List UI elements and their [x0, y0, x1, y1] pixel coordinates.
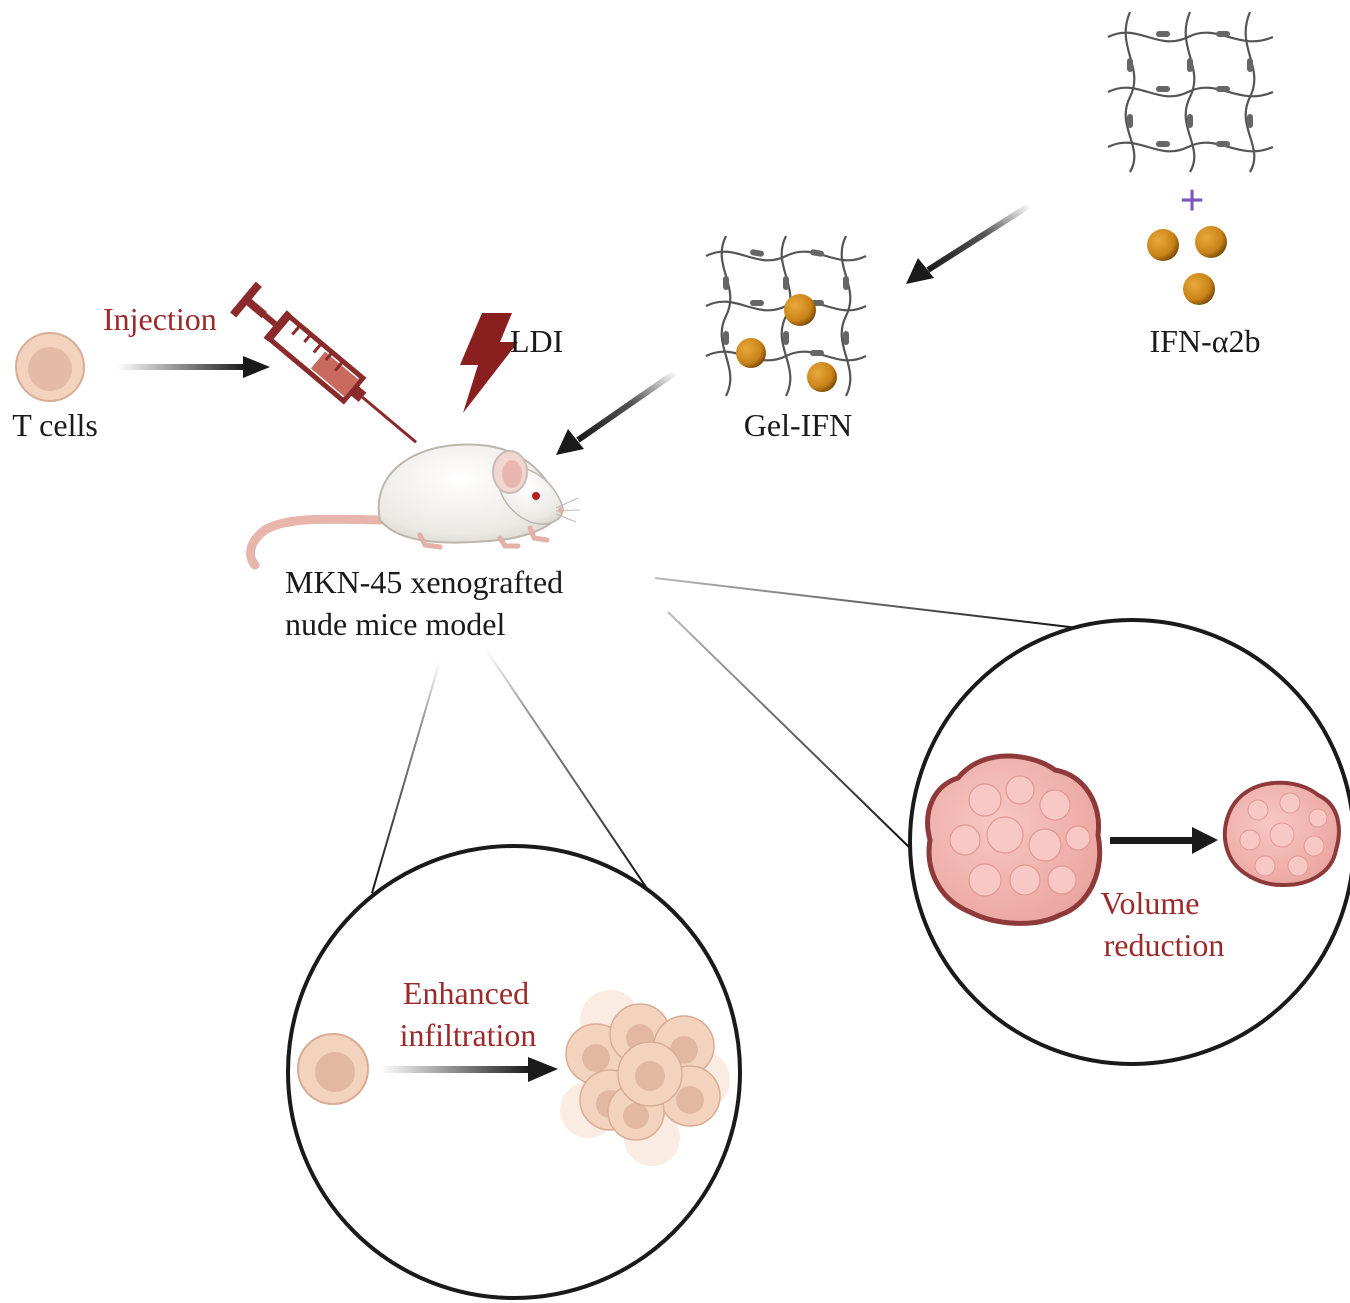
zoom-circle-volume: Volume reduction: [908, 618, 1350, 1066]
protein-bead-icon: [1147, 226, 1227, 305]
arrow-infiltration: [380, 1057, 558, 1082]
zoom-circle-infiltration: Enhanced infiltration: [286, 844, 742, 1300]
gel-bead-1: [784, 294, 816, 326]
arrow-tcell-to-syringe: [117, 356, 270, 378]
connector-right-upper: [654, 577, 1079, 629]
volume-label-line1: Volume: [1101, 885, 1200, 921]
lightning-icon: [460, 313, 518, 413]
cell-cluster-icon: [560, 990, 730, 1166]
gel-ifn-label: Gel-IFN: [744, 407, 852, 443]
tumor-small-icon: [1222, 780, 1341, 888]
model-label-line2: nude mice model: [285, 606, 505, 642]
ifn-label: IFN-α2b: [1150, 323, 1261, 359]
arrow-ifn-to-gel: [906, 202, 1032, 284]
connector-left-outer: [371, 659, 441, 894]
hydrogel-network-top-icon: [1107, 11, 1274, 173]
arrow-volume: [1110, 827, 1218, 854]
gel-bead-2: [736, 338, 766, 368]
hydrogel-network-icon: [705, 235, 867, 397]
injection-label: Injection: [103, 301, 217, 337]
syringe-icon: [230, 281, 418, 444]
connector-right-lower: [667, 611, 913, 851]
model-label-line1: MKN-45 xenografted: [285, 564, 563, 600]
plus-sign: +: [1179, 176, 1204, 225]
enhanced-label-line2: infiltration: [400, 1017, 537, 1053]
zoom-connectors: [371, 577, 1079, 894]
t-cells-label: T cells: [12, 407, 98, 443]
arrow-gel-to-mouse: [556, 369, 678, 455]
t-cell-icon: [297, 1033, 369, 1105]
gel-bead-3: [807, 362, 837, 392]
ldi-label: LDI: [510, 323, 563, 359]
volume-label-line2: reduction: [1104, 927, 1225, 963]
enhanced-label-line1: Enhanced: [403, 975, 529, 1011]
connector-left-inner: [484, 647, 651, 894]
tumor-icon: [925, 753, 1103, 926]
mouse-icon: [246, 443, 581, 570]
t-cell-icon: [15, 332, 85, 402]
